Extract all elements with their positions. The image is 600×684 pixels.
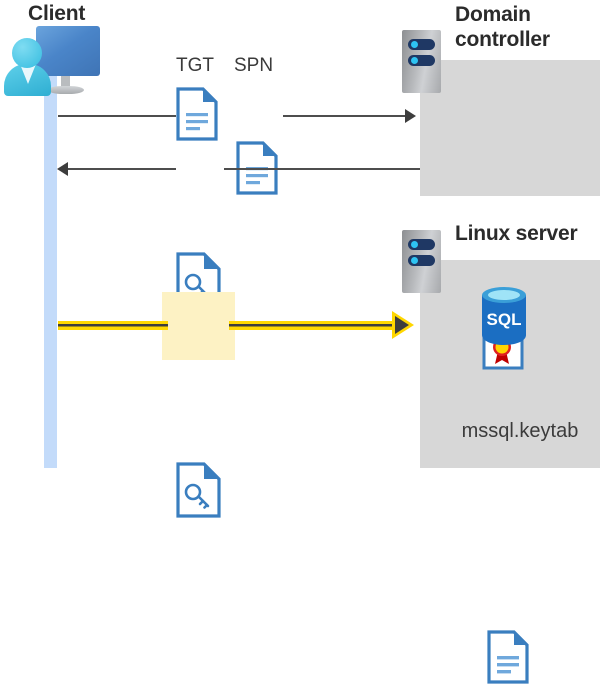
monitor-base-icon [48, 86, 84, 94]
message-3-highlight-box [162, 292, 235, 360]
sql-database-icon: SQL [478, 285, 530, 352]
message-2-line-right [224, 168, 420, 170]
message-1-line-left [58, 115, 176, 117]
tgt-label: TGT [176, 55, 214, 76]
domain-controller-server-icon [402, 30, 441, 93]
dc-title-line2: controller [455, 28, 550, 51]
domain-controller-panel [420, 60, 600, 196]
person-collar-icon [20, 64, 36, 84]
spn-label: SPN [234, 55, 274, 76]
sql-label: SQL [487, 310, 522, 329]
message-3-line-right [229, 321, 394, 330]
service-ticket-document-icon [176, 252, 600, 308]
server-led-icon [408, 39, 435, 50]
message-2-arrowhead [57, 162, 68, 176]
linux-server-title: Linux server [455, 222, 578, 245]
monitor-stand-icon [61, 76, 70, 88]
message-3-line-left [58, 321, 168, 330]
tgt-document-icon [176, 87, 600, 141]
keytab-file-label: mssql.keytab [461, 420, 579, 442]
server-led-icon [408, 239, 435, 250]
message-1-arrowhead [405, 109, 416, 123]
dc-title-line1: Domain [455, 3, 531, 26]
kerberos-ticket-document-icon [176, 462, 600, 518]
message-1-line-right [283, 115, 405, 117]
linux-server-server-icon [402, 230, 441, 293]
server-led-icon [408, 255, 435, 266]
message-2-line-left [68, 168, 176, 170]
server-led-icon [408, 55, 435, 66]
client-computer-icon [4, 26, 100, 98]
person-head-icon [12, 38, 42, 68]
monitor-screen-icon [36, 26, 100, 76]
client-lifeline [44, 64, 57, 468]
client-title: Client [28, 2, 86, 25]
diagram-canvas: Client Domain controller Linux server TG… [4, 2, 600, 684]
domain-controller-title: Domain controller [455, 2, 550, 52]
keytab-document-icon [487, 630, 600, 684]
message-3-arrowhead [392, 311, 414, 339]
